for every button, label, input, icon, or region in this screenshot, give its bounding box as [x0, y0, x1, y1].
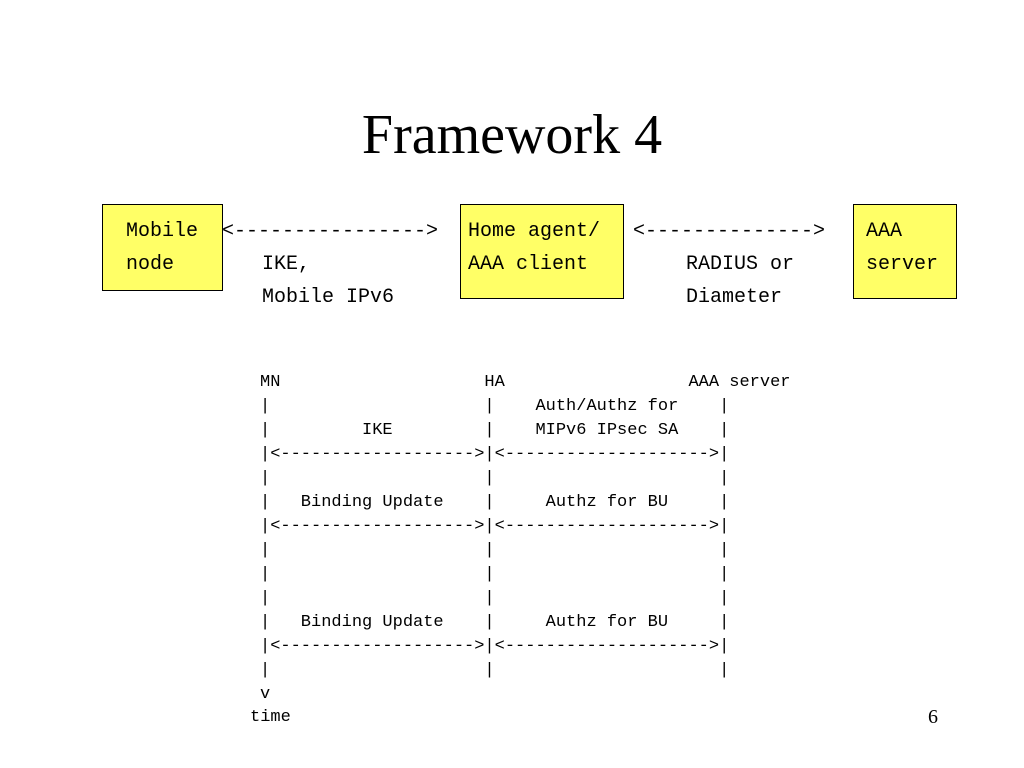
sequence-line-4: | | | — [260, 469, 730, 488]
arrow-mn-ha: <----------------> — [222, 220, 439, 243]
left-protocol-line1: IKE, — [262, 253, 311, 276]
sequence-line-1: | | Auth/Authz for | — [260, 397, 730, 416]
page-number: 6 — [928, 706, 938, 728]
right-protocol-line1: RADIUS or — [686, 253, 795, 276]
home-agent-box — [460, 204, 624, 299]
right-protocol-line2: Diameter — [686, 286, 783, 309]
sequence-line-11: |<------------------->|<----------------… — [260, 637, 730, 656]
home-agent-label-line1: Home agent/ — [468, 220, 601, 243]
mobile-node-label-line1: Mobile — [126, 220, 199, 243]
arrow-ha-aaa: <--------------> — [633, 220, 826, 243]
mobile-node-box — [102, 204, 223, 291]
aaa-server-label-line2: server — [866, 253, 939, 276]
aaa-server-box — [853, 204, 957, 299]
left-protocol-line2: Mobile IPv6 — [262, 286, 395, 309]
sequence-line-14: time — [250, 708, 291, 727]
sequence-line-8: | | | — [260, 565, 730, 584]
sequence-line-3: |<------------------->|<----------------… — [260, 445, 730, 464]
slide-title: Framework 4 — [361, 104, 663, 166]
aaa-server-label-line1: AAA — [866, 220, 903, 243]
sequence-line-2: | IKE | MIPv6 IPsec SA | — [260, 421, 730, 440]
sequence-line-6: |<------------------->|<----------------… — [260, 517, 730, 536]
sequence-line-9: | | | — [260, 589, 730, 608]
sequence-line-13: v — [260, 685, 271, 704]
home-agent-label-line2: AAA client — [468, 253, 589, 276]
sequence-line-7: | | | — [260, 541, 730, 560]
sequence-line-5: | Binding Update | Authz for BU | — [260, 493, 730, 512]
sequence-line-12: | | | — [260, 661, 730, 680]
sequence-line-0: MN HA AAA server — [260, 373, 791, 392]
sequence-line-10: | Binding Update | Authz for BU | — [260, 613, 730, 632]
mobile-node-label-line2: node — [126, 253, 175, 276]
